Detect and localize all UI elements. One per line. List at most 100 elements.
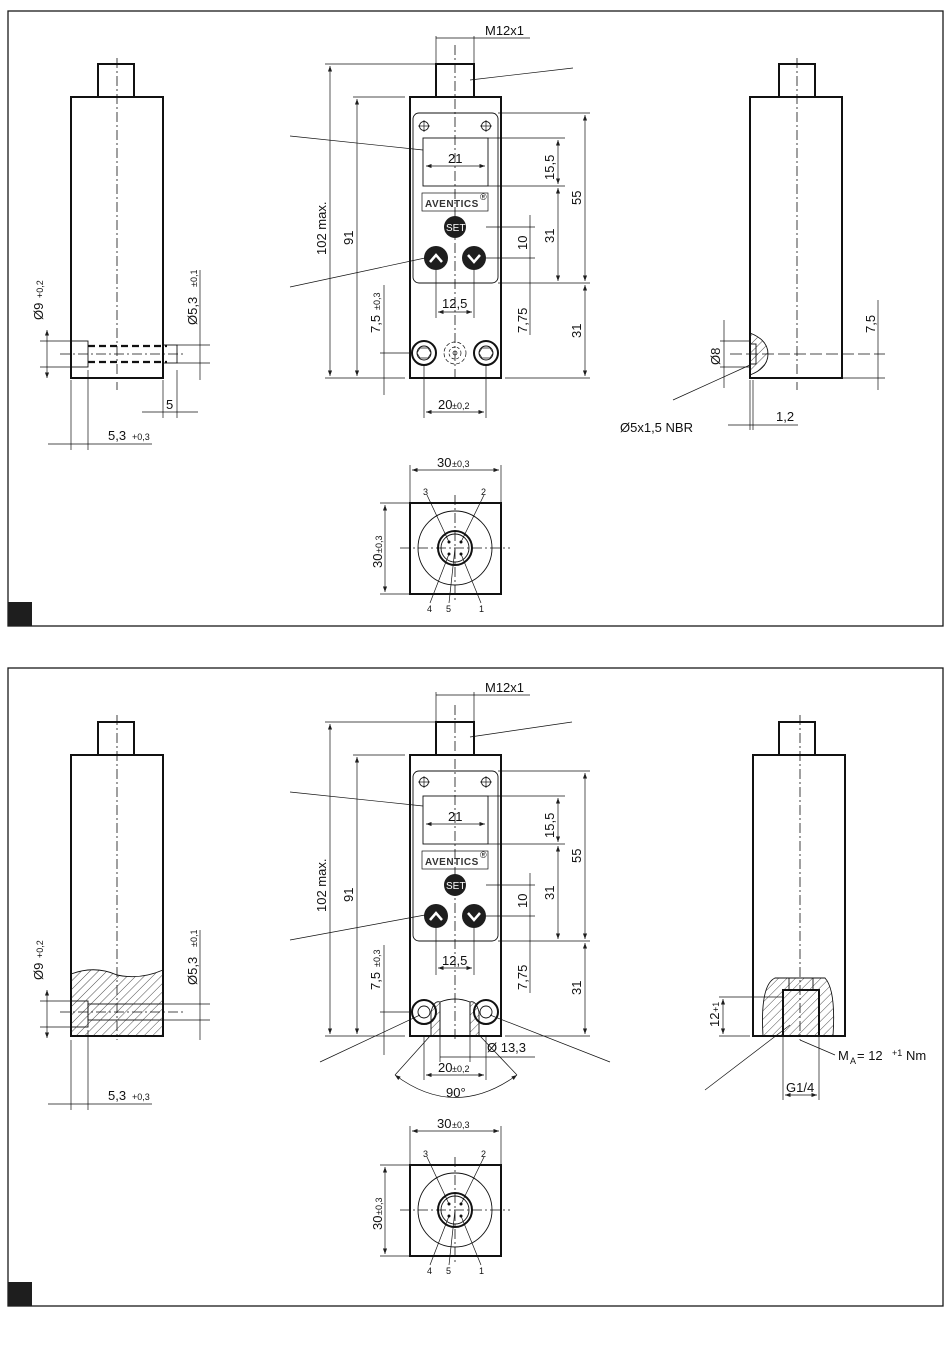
torque-tolerance: +1 xyxy=(892,1048,902,1058)
dim-counterbore: 5,3 xyxy=(108,428,126,443)
pin-label-1: 1 xyxy=(479,1266,484,1276)
dim-counterbore-tolerance: +0,3 xyxy=(132,432,150,442)
screw-icon xyxy=(418,120,430,132)
set-button-label: SET xyxy=(446,881,465,892)
dim-connector-width: 30 xyxy=(437,1116,451,1131)
mounting-hole xyxy=(411,999,437,1025)
pin-label-4: 4 xyxy=(427,604,432,614)
dim-lower-offset: 7,75 xyxy=(515,965,530,990)
dim-counterbore-tolerance: +0,3 xyxy=(132,1092,150,1102)
dim-seal-offset: 7,5 xyxy=(863,315,878,333)
dim-display-width: 21 xyxy=(448,809,462,824)
dim-port-depth: 12 xyxy=(707,1013,722,1027)
dim-connector-height-tolerance: ±0,3 xyxy=(374,536,384,553)
pin-label-5: 5 xyxy=(446,1266,451,1276)
brand-plate xyxy=(421,850,489,870)
dim-panel-height: 55 xyxy=(569,191,584,205)
dim-lower-height: 31 xyxy=(569,981,584,995)
pressure-port xyxy=(443,341,467,365)
dim-depth: 5 xyxy=(166,397,173,412)
dim-connector-width: 30 xyxy=(437,455,451,470)
brand-logo: AVENTICS xyxy=(425,199,479,210)
dim-connector-height: 30 xyxy=(370,554,385,568)
dim-panel-height: 55 xyxy=(569,849,584,863)
pin-label-2: 2 xyxy=(481,1149,486,1159)
up-button[interactable] xyxy=(424,246,448,270)
set-button[interactable]: SET xyxy=(444,216,466,238)
dim-seal-diameter: Ø8 xyxy=(708,348,723,365)
dim-bottom-offset-tolerance: ±0,3 xyxy=(372,293,382,310)
set-button-label: SET xyxy=(446,223,465,234)
panel-top: Ø9 +0,2 Ø5,3 ±0,1 5 5,3 +0,3 xyxy=(7,10,944,627)
dim-display-width: 21 xyxy=(448,151,462,166)
dim-port-depth-tolerance: +1 xyxy=(711,1002,721,1012)
dim-body-height: 91 xyxy=(341,888,356,902)
dim-thread: M12x1 xyxy=(485,680,524,695)
registered-mark: ® xyxy=(480,192,487,202)
dim-seal-depth: 1,2 xyxy=(776,409,794,424)
mounting-hole xyxy=(473,340,499,366)
panel-frame xyxy=(7,10,944,627)
mounting-hole xyxy=(473,999,499,1025)
dim-button-spacing-h: 12,5 xyxy=(442,296,467,311)
dim-hole-tolerance: ±0,1 xyxy=(189,930,199,947)
pin-label-3: 3 xyxy=(423,1149,428,1159)
connector-view: 3 2 4 5 1 30 ±0,3 30 ±0,3 xyxy=(370,1116,510,1276)
dim-bore-tolerance: +0,2 xyxy=(35,280,45,298)
chevron-up-icon xyxy=(429,253,443,263)
right-section-view: 12 +1 M A = 12 +1 Nm G1/4 xyxy=(704,715,926,1100)
torque-value: = 12 xyxy=(857,1048,883,1063)
set-button[interactable]: SET xyxy=(444,874,466,896)
pin-label-1: 1 xyxy=(479,604,484,614)
screw-icon xyxy=(480,776,492,788)
torque-label: M xyxy=(838,1048,849,1063)
dim-keypad-height: 31 xyxy=(542,229,557,243)
dim-bore-tolerance: +0,2 xyxy=(35,940,45,958)
registered-mark: ® xyxy=(480,850,487,860)
left-side-view: Ø9 +0,2 Ø5,3 ±0,1 5 5,3 +0,3 xyxy=(31,58,210,450)
dim-port-diameter: Ø 13,3 xyxy=(487,1040,526,1055)
pin-label-3: 3 xyxy=(423,487,428,497)
dim-overall-height: 102 max. xyxy=(314,202,329,255)
dim-display-height: 15,5 xyxy=(542,155,557,180)
chevron-down-icon xyxy=(467,912,481,922)
seal-spec: Ø5x1,5 NBR xyxy=(620,420,693,435)
pin-label-2: 2 xyxy=(481,487,486,497)
dim-angle: 90° xyxy=(446,1085,466,1100)
front-view: 21 AVENTICS ® SET xyxy=(289,23,590,418)
dim-hole-spacing-tolerance: ±0,2 xyxy=(452,401,469,411)
connector-view: 3 2 4 5 1 30 ±0,3 30 ±0,3 xyxy=(370,455,510,614)
brand-logo: AVENTICS xyxy=(425,857,479,868)
right-side-view: 7,5 Ø8 Ø5x1,5 NBR 1,2 xyxy=(620,58,885,435)
down-button[interactable] xyxy=(462,904,486,928)
dim-overall-height: 102 max. xyxy=(314,859,329,912)
display-window xyxy=(422,137,489,187)
pin-label-5: 5 xyxy=(446,604,451,614)
panel-marker xyxy=(8,602,32,626)
dim-connector-width-tolerance: ±0,3 xyxy=(452,1120,469,1130)
dim-hole-spacing: 20 xyxy=(438,1060,452,1075)
dim-keypad-height: 31 xyxy=(542,886,557,900)
panel-frame xyxy=(7,667,944,1307)
dim-hole-spacing: 20 xyxy=(438,397,452,412)
mounting-hole xyxy=(411,340,437,366)
down-button[interactable] xyxy=(462,246,486,270)
dim-hole-spacing-tolerance: ±0,2 xyxy=(452,1064,469,1074)
dim-counterbore: 5,3 xyxy=(108,1088,126,1103)
chevron-down-icon xyxy=(467,254,481,264)
dim-body-height: 91 xyxy=(341,231,356,245)
chevron-up-icon xyxy=(429,911,443,921)
panel-bottom: Ø9 +0,2 Ø5,3 ±0,1 5,3 +0,3 xyxy=(7,667,944,1307)
dim-lower-offset: 7,75 xyxy=(515,308,530,333)
dim-hole-tolerance: ±0,1 xyxy=(189,270,199,287)
dim-button-spacing-v: 10 xyxy=(515,236,530,250)
screw-icon xyxy=(480,120,492,132)
dim-bottom-offset-tolerance: ±0,3 xyxy=(372,950,382,967)
dim-button-spacing-h: 12,5 xyxy=(442,953,467,968)
dim-connector-height: 30 xyxy=(370,1216,385,1230)
up-button[interactable] xyxy=(424,904,448,928)
display-window xyxy=(422,795,489,845)
torque-subscript: A xyxy=(850,1056,856,1066)
dim-port-thread: G1/4 xyxy=(786,1080,814,1095)
dim-connector-height-tolerance: ±0,3 xyxy=(374,1198,384,1215)
